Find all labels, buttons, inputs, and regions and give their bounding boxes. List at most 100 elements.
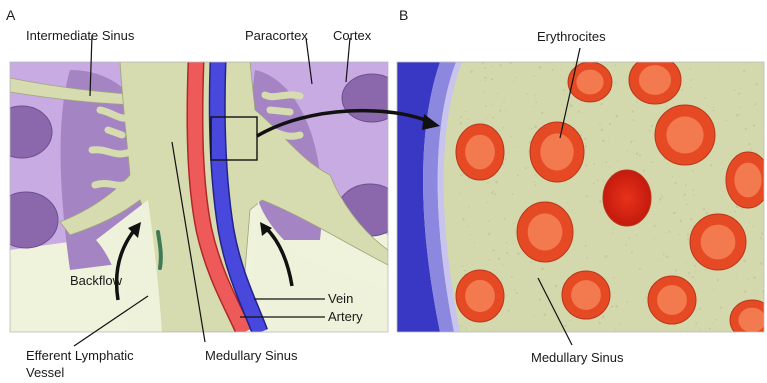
texture-dot xyxy=(516,292,518,294)
texture-dot xyxy=(619,324,620,325)
texture-dot xyxy=(534,126,537,129)
texture-dot xyxy=(593,163,595,165)
texture-dot xyxy=(633,140,634,141)
label-artery: Artery xyxy=(328,309,363,324)
texture-dot xyxy=(534,315,535,316)
texture-dot xyxy=(669,222,670,223)
texture-dot xyxy=(659,201,660,202)
erythrocyte-center xyxy=(734,163,761,198)
texture-dot xyxy=(602,180,604,182)
texture-dot xyxy=(753,276,755,278)
texture-dot xyxy=(675,269,677,271)
texture-dot xyxy=(661,259,662,260)
texture-dot xyxy=(483,91,484,92)
texture-dot xyxy=(713,289,714,290)
texture-dot xyxy=(705,97,707,99)
texture-dot xyxy=(539,299,541,301)
texture-dot xyxy=(525,167,527,169)
texture-dot xyxy=(460,325,462,327)
texture-dot xyxy=(713,107,714,108)
texture-dot xyxy=(494,193,496,195)
texture-dot xyxy=(474,242,475,243)
texture-dot xyxy=(585,164,587,166)
texture-dot xyxy=(673,268,674,269)
texture-dot xyxy=(714,110,715,111)
texture-dot xyxy=(606,64,607,65)
label-backflow: Backflow xyxy=(70,273,123,288)
texture-dot xyxy=(695,322,697,324)
texture-dot xyxy=(708,114,709,115)
texture-dot xyxy=(516,77,517,78)
texture-dot xyxy=(753,124,755,126)
texture-dot xyxy=(533,106,534,107)
texture-dot xyxy=(712,109,714,111)
texture-dot xyxy=(569,320,571,322)
texture-dot xyxy=(601,129,603,131)
panel-b: B Erythrocites Medullary Sinus xyxy=(397,7,767,365)
texture-dot xyxy=(528,151,529,152)
texture-dot xyxy=(481,121,482,122)
texture-dot xyxy=(749,222,750,223)
texture-dot xyxy=(566,114,568,116)
texture-dot xyxy=(533,181,535,183)
texture-dot xyxy=(738,93,740,95)
texture-dot xyxy=(694,265,696,267)
texture-dot xyxy=(470,234,471,235)
texture-dot xyxy=(585,245,587,247)
texture-dot xyxy=(715,319,717,321)
texture-dot xyxy=(466,327,468,329)
erythrocyte-center xyxy=(666,116,703,153)
texture-dot xyxy=(759,133,760,134)
texture-dot xyxy=(488,220,490,222)
texture-dot xyxy=(626,301,628,303)
texture-dot xyxy=(692,189,694,191)
texture-dot xyxy=(462,265,464,267)
texture-dot xyxy=(599,200,601,202)
texture-dot xyxy=(612,232,613,233)
texture-dot xyxy=(506,242,508,244)
texture-dot xyxy=(639,154,641,156)
texture-dot xyxy=(586,257,588,259)
texture-dot xyxy=(488,233,491,236)
texture-dot xyxy=(460,174,462,176)
texture-dot xyxy=(645,297,647,299)
texture-dot xyxy=(739,114,740,115)
texture-dot xyxy=(700,329,701,330)
texture-dot xyxy=(597,180,598,181)
texture-dot xyxy=(563,89,565,91)
texture-dot xyxy=(532,262,533,263)
texture-dot xyxy=(605,161,607,163)
texture-dot xyxy=(517,146,518,147)
texture-dot xyxy=(541,268,543,270)
texture-dot xyxy=(663,252,664,253)
texture-dot xyxy=(706,212,709,215)
texture-dot xyxy=(467,119,468,120)
texture-dot xyxy=(491,78,493,80)
texture-dot xyxy=(730,154,731,155)
texture-dot xyxy=(487,182,489,184)
panel-a-letter: A xyxy=(6,7,16,23)
texture-dot xyxy=(753,226,755,228)
texture-dot xyxy=(468,206,469,207)
texture-dot xyxy=(667,252,668,253)
texture-dot xyxy=(528,167,529,168)
texture-dot xyxy=(459,193,461,195)
texture-dot xyxy=(511,276,513,278)
texture-dot xyxy=(736,114,739,117)
texture-dot xyxy=(491,192,493,194)
texture-dot xyxy=(744,260,747,263)
texture-dot xyxy=(639,268,641,270)
texture-dot xyxy=(503,101,505,103)
texture-dot xyxy=(489,259,490,260)
texture-dot xyxy=(663,254,665,256)
texture-dot xyxy=(534,94,536,96)
texture-dot xyxy=(553,79,554,80)
texture-dot xyxy=(585,145,587,147)
texture-dot xyxy=(486,118,487,119)
texture-dot xyxy=(703,208,705,210)
texture-dot xyxy=(744,290,746,292)
texture-dot xyxy=(680,220,683,223)
texture-dot xyxy=(605,255,607,257)
texture-dot xyxy=(690,218,692,220)
